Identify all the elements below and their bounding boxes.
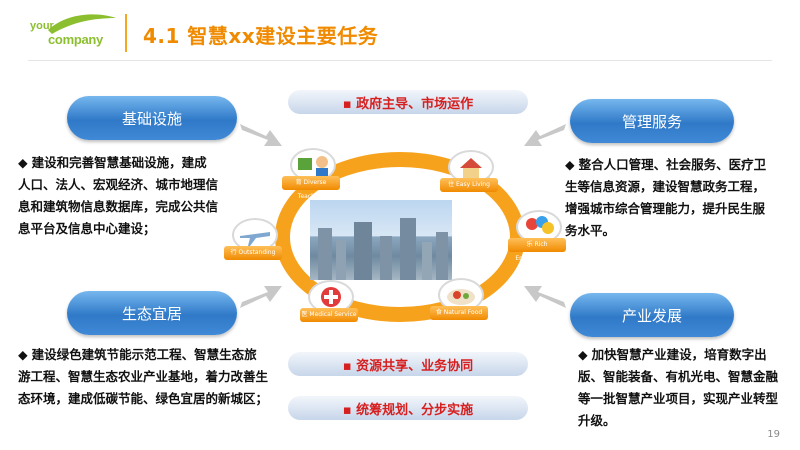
city-skyline-image bbox=[310, 200, 452, 280]
pill-infrastructure: 基础设施 bbox=[67, 96, 237, 140]
node-food: 食 Natural Food Safety bbox=[430, 278, 488, 330]
node-living-label: 住 Easy Living bbox=[440, 178, 498, 192]
node-transportation: 行 Outstanding Smart Transportation bbox=[224, 218, 282, 284]
text-industry-body: 加快智慧产业建设，培育数字出版、智能装备、有机光电、智慧金融等一批智慧产业项目，… bbox=[578, 347, 779, 428]
node-teaching: 育 Diverse Teaching bbox=[282, 148, 340, 200]
text-ecology: ◆建设绿色建筑节能示范工程、智慧生态旅游工程、智慧生态农业产业基地，着力改善生态… bbox=[18, 344, 268, 410]
node-living: 住 Easy Living bbox=[440, 150, 498, 194]
node-teaching-label: 育 Diverse Teaching bbox=[282, 176, 340, 200]
node-medical: 医 Medical Service bbox=[300, 280, 358, 324]
text-management: ◆整合人口管理、社会服务、医疗卫生等信息资源，建设智慧政务工程，增强城市综合管理… bbox=[565, 154, 777, 242]
pill-ecology: 生态宜居 bbox=[67, 291, 237, 335]
text-management-body: 整合人口管理、社会服务、医疗卫生等信息资源，建设智慧政务工程，增强城市综合管理能… bbox=[565, 157, 767, 238]
logo-text-your: your bbox=[30, 20, 54, 32]
pill-management: 管理服务 bbox=[570, 99, 734, 143]
title-underline bbox=[28, 60, 772, 61]
node-medical-label: 医 Medical Service bbox=[300, 308, 358, 322]
header-divider bbox=[125, 14, 127, 52]
pill-industry: 产业发展 bbox=[570, 293, 734, 337]
text-ecology-body: 建设绿色建筑节能示范工程、智慧生态旅游工程、智慧生态农业产业基地，着力改善生态环… bbox=[18, 347, 269, 406]
node-food-label: 食 Natural Food Safety bbox=[430, 306, 488, 330]
arrow-topright-icon bbox=[524, 124, 566, 146]
node-entertainment-label: 乐 Rich Entertainment bbox=[508, 238, 566, 262]
node-transportation-label: 行 Outstanding Smart Transportation bbox=[224, 246, 282, 284]
bullet-diamond-icon: ◆ bbox=[565, 157, 575, 172]
slogan-bottom: ▪ 统筹规划、分步实施 bbox=[288, 396, 528, 420]
arrow-bottomleft-icon bbox=[240, 286, 282, 308]
bullet-diamond-icon: ◆ bbox=[18, 155, 28, 170]
company-logo bbox=[28, 10, 118, 54]
page-title: 4.1 智慧xx建设主要任务 bbox=[143, 24, 379, 48]
page-number: 19 bbox=[767, 429, 780, 440]
text-infrastructure-body: 建设和完善智慧基础设施，建成人口、法人、宏观经济、城市地理信息和建筑物信息数据库… bbox=[18, 155, 219, 236]
text-infrastructure: ◆建设和完善智慧基础设施，建成人口、法人、宏观经济、城市地理信息和建筑物信息数据… bbox=[18, 152, 218, 240]
logo-swoosh-icon bbox=[48, 14, 116, 34]
slogan-middle: ▪ 资源共享、业务协同 bbox=[288, 352, 528, 376]
node-entertainment: 乐 Rich Entertainment bbox=[508, 210, 566, 262]
arrow-topleft-icon bbox=[240, 124, 282, 146]
text-industry: ◆加快智慧产业建设，培育数字出版、智能装备、有机光电、智慧金融等一批智慧产业项目… bbox=[578, 344, 778, 432]
bullet-diamond-icon: ◆ bbox=[18, 347, 28, 362]
slogan-top: ▪ 政府主导、市场运作 bbox=[288, 90, 528, 114]
bullet-diamond-icon: ◆ bbox=[578, 347, 588, 362]
arrow-bottomright-icon bbox=[524, 286, 566, 308]
logo-text-company: company bbox=[48, 32, 103, 47]
